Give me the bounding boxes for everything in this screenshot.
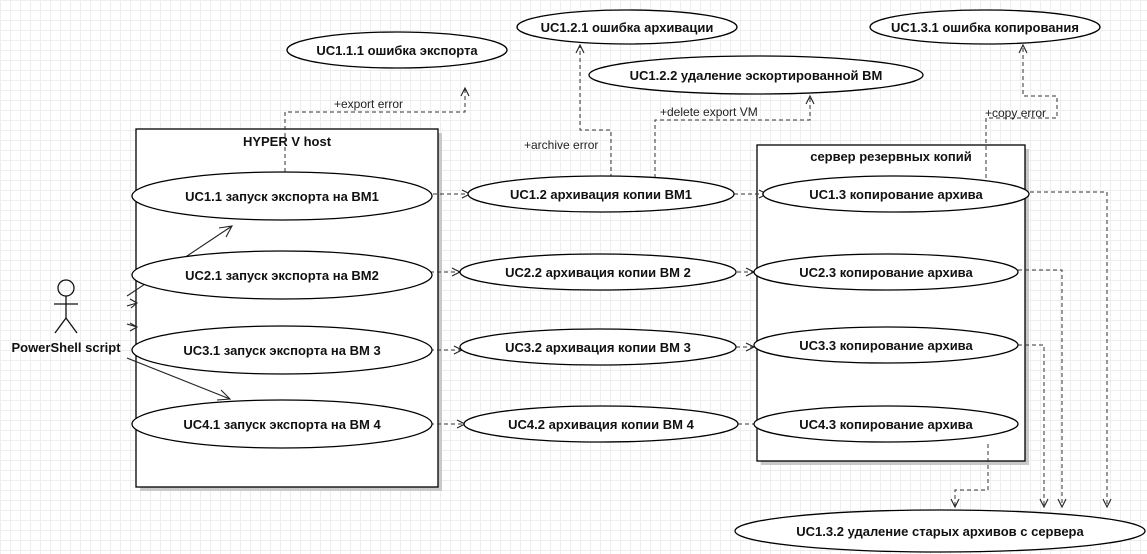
dependency-uc13-uc132 (1030, 191, 1108, 507)
svg-text:UC3.1 запуск экспорта на ВМ 3: UC3.1 запуск экспорта на ВМ 3 (183, 343, 380, 358)
svg-text:UC1.2.1 ошибка архивации: UC1.2.1 ошибка архивации (541, 20, 714, 35)
stick-figure-icon (54, 279, 78, 334)
use-case-uc42[interactable]: UC4.2 архивация копии ВМ 4 (463, 405, 739, 443)
use-case-uc111[interactable]: UC1.1.1 ошибка экспорта (286, 31, 508, 69)
edge-label-export-error: +export error (334, 97, 403, 111)
use-case-uc22[interactable]: UC2.2 архивация копии ВМ 2 (459, 253, 737, 291)
dependency-uc23-uc132 (1018, 269, 1063, 507)
use-case-uc23[interactable]: UC2.3 копирование архива (753, 253, 1019, 291)
svg-text:UC1.3 копирование архива: UC1.3 копирование архива (809, 187, 983, 202)
edge-label-archive-error: +archive error (524, 138, 598, 152)
svg-text:UC4.3 копирование архива: UC4.3 копирование архива (799, 417, 973, 432)
svg-text:UC1.1 запуск экспорта на ВМ1: UC1.1 запуск экспорта на ВМ1 (185, 189, 379, 204)
dependency-copy-error (985, 45, 1058, 178)
edge-labels: +export error +archive error +delete exp… (334, 97, 1046, 152)
dependency-uc43-uc132 (954, 444, 989, 507)
svg-text:UC2.3 копирование архива: UC2.3 копирование архива (799, 265, 973, 280)
use-case-uc21[interactable]: UC2.1 запуск экспорта на ВМ2 (131, 250, 433, 300)
hyperv-host-title: HYPER V host (243, 134, 332, 149)
actor-label: PowerShell script (11, 340, 121, 355)
svg-text:UC1.3.1 ошибка копирования: UC1.3.1 ошибка копирования (891, 20, 1079, 35)
use-case-uc122[interactable]: UC1.2.2 удаление эскортированной ВМ (588, 55, 924, 95)
use-case-uc11[interactable]: UC1.1 запуск экспорта на ВМ1 (131, 171, 433, 221)
svg-text:UC1.1.1 ошибка экспорта: UC1.1.1 ошибка экспорта (316, 43, 478, 58)
association-uc41 (126, 357, 231, 400)
actor-powershell-script[interactable]: PowerShell script (11, 279, 121, 355)
use-case-uc31[interactable]: UC3.1 запуск экспорта на ВМ 3 (131, 325, 433, 375)
edge-label-delete-export-vm: +delete export VM (660, 105, 758, 119)
svg-text:UC3.3 копирование архива: UC3.3 копирование архива (799, 338, 973, 353)
use-case-uc132[interactable]: UC1.3.2 удаление старых архивов с сервер… (734, 509, 1146, 553)
svg-text:UC3.2 архивация копии ВМ 3: UC3.2 архивация копии ВМ 3 (505, 340, 691, 355)
backup-server-title: сервер резервных копий (810, 149, 972, 164)
svg-text:UC1.2.2 удаление эскортированн: UC1.2.2 удаление эскортированной ВМ (630, 68, 883, 83)
use-case-uc43[interactable]: UC4.3 копирование архива (753, 405, 1019, 443)
edge-label-copy-error: +copy error (985, 106, 1046, 120)
dependency-archive-error (579, 45, 612, 178)
svg-text:UC4.1 запуск экспорта на ВМ 4: UC4.1 запуск экспорта на ВМ 4 (183, 417, 381, 432)
dependency-uc33-uc132 (1018, 344, 1045, 507)
dependency-export-error (284, 88, 466, 172)
svg-text:UC2.2 архивация копии ВМ 2: UC2.2 архивация копии ВМ 2 (505, 265, 691, 280)
use-case-uc41[interactable]: UC4.1 запуск экспорта на ВМ 4 (131, 399, 433, 449)
use-case-uc121[interactable]: UC1.2.1 ошибка архивации (516, 9, 738, 45)
use-case-uc32[interactable]: UC3.2 архивация копии ВМ 3 (459, 328, 737, 366)
use-case-uc12[interactable]: UC1.2 архивация копии ВМ1 (467, 175, 735, 213)
dependency-delete-export-vm (654, 96, 811, 178)
svg-text:UC1.3.2 удаление старых архиво: UC1.3.2 удаление старых архивов с сервер… (796, 524, 1084, 539)
svg-text:UC2.1 запуск экспорта на ВМ2: UC2.1 запуск экспорта на ВМ2 (185, 268, 379, 283)
use-case-uc33[interactable]: UC3.3 копирование архива (753, 326, 1019, 364)
svg-text:UC1.2 архивация копии ВМ1: UC1.2 архивация копии ВМ1 (510, 187, 692, 202)
svg-text:UC4.2 архивация копии ВМ 4: UC4.2 архивация копии ВМ 4 (508, 417, 694, 432)
use-case-uc13[interactable]: UC1.3 копирование архива (762, 175, 1030, 213)
association-uc21 (126, 302, 138, 307)
use-case-uc131[interactable]: UC1.3.1 ошибка копирования (869, 9, 1101, 45)
